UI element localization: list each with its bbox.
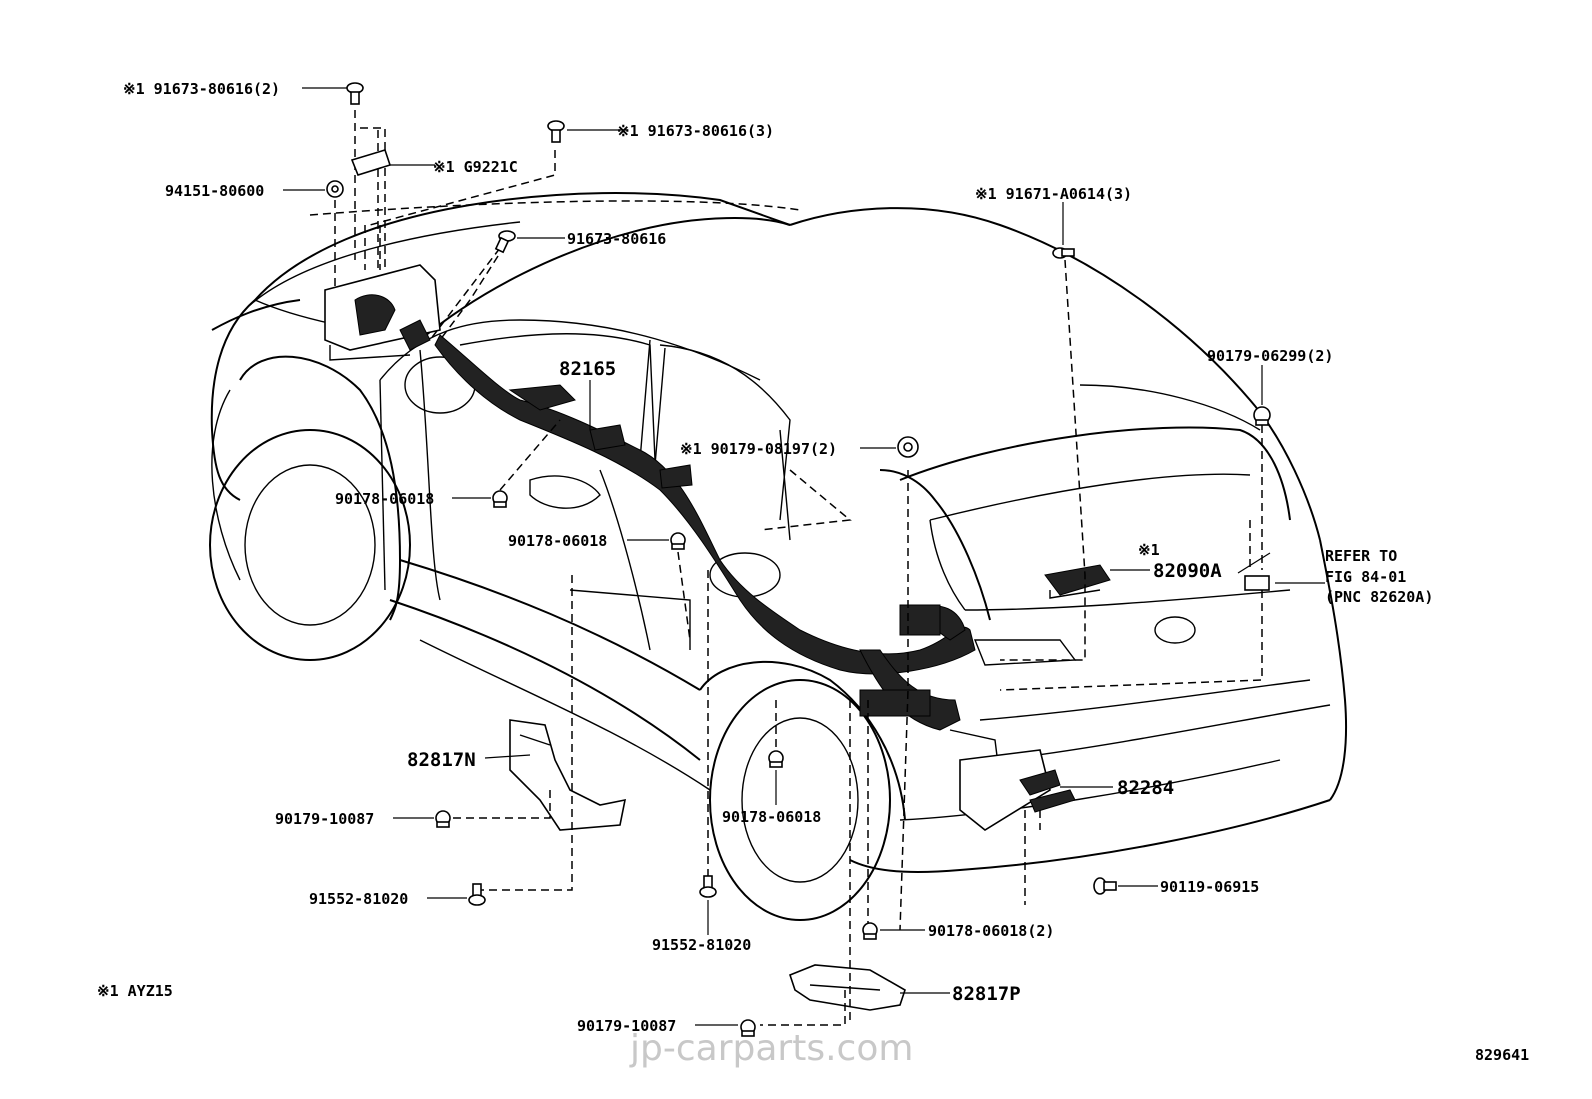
battery-82284 [959,749,1076,831]
label-g9221c: ※1 G9221C [433,158,518,176]
nut-icon [670,532,686,550]
label-pnc-ref: (PNC 82620A) [1325,588,1433,606]
bolt-icon [468,883,486,906]
front-bracket [324,264,441,361]
bolt-icon [494,230,516,254]
label-82165: 82165 [559,358,616,380]
label-91671-a0614: ※1 91671-A0614(3) [975,185,1132,203]
label-90179-06299: 90179-06299(2) [1207,347,1333,365]
figure-number: 829641 [1475,1046,1529,1064]
label-82817n: 82817N [407,749,476,771]
label-90178-06018-c: 90178-06018 [722,808,821,826]
watermark: jp-carparts.com [629,1028,913,1069]
nut-icon [862,922,878,940]
label-note-mark: ※1 [1138,541,1160,559]
bolt-icon [547,120,565,143]
fasteners [326,82,1271,1037]
label-90179-10087-b: 90179-10087 [577,1017,676,1035]
bolt-icon [1052,247,1075,259]
label-82090a: 82090A [1153,560,1222,582]
relay-82090a [1044,564,1270,599]
nut-icon [1253,406,1271,426]
bolt-icon [1093,877,1117,895]
bolt-icon [346,82,364,105]
label-91673-80616-2: ※1 91673-80616(2) [123,80,280,98]
label-90178-06018-b: 90178-06018 [508,532,607,550]
label-90179-08197: ※1 90179-08197(2) [680,440,837,458]
nut-icon [740,1019,756,1037]
cover-82817n [509,719,627,831]
bolt-icon [699,875,717,898]
wire-harness [434,334,1001,781]
label-91673-80616: 91673-80616 [567,230,666,248]
grommet-icon [897,436,919,458]
label-91552-81020-a: 91552-81020 [309,890,408,908]
nut-icon [326,180,344,198]
leader-lines [283,87,1325,1026]
label-90178-06018-2: 90178-06018(2) [928,922,1054,940]
label-refer-to: REFER TO [1325,547,1397,565]
callout-labels: ※1 91673-80616(2) ※1 91673-80616(3) ※1 G… [97,80,1529,1064]
cover-82817p [789,964,906,1011]
nut-icon [768,750,784,768]
label-90179-10087-a: 90179-10087 [275,810,374,828]
label-91673-80616-3: ※1 91673-80616(3) [617,122,774,140]
label-fig-ref: FIG 84-01 [1325,568,1406,586]
label-94151-80600: 94151-80600 [165,182,264,200]
label-90178-06018-a: 90178-06018 [335,490,434,508]
label-90119-06915: 90119-06915 [1160,878,1259,896]
label-82817p: 82817P [952,983,1021,1005]
nut-icon [435,810,451,828]
label-82284: 82284 [1117,777,1174,799]
nut-icon [492,490,508,508]
label-91552-81020-b: 91552-81020 [652,936,751,954]
footnote-ayz15: ※1 AYZ15 [97,982,173,1000]
assembly-lines [309,110,1263,1026]
